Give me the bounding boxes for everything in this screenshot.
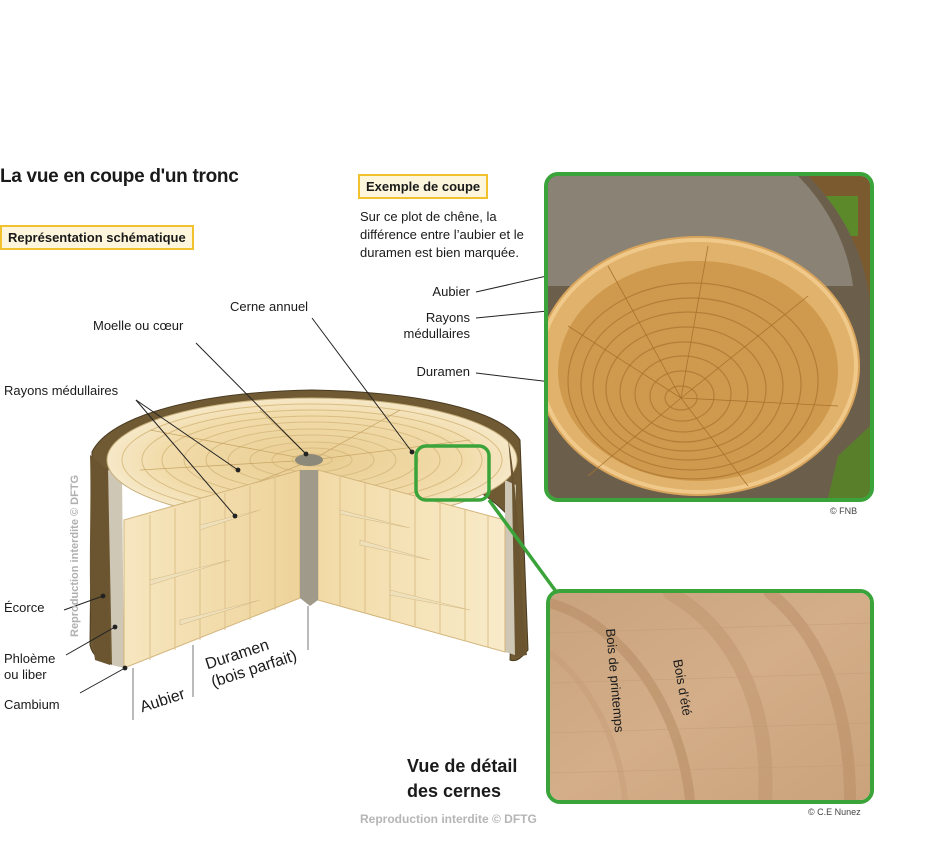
example-credit: © FNB bbox=[830, 506, 858, 516]
example-photo bbox=[544, 172, 874, 502]
label-cambium: Cambium bbox=[4, 697, 60, 712]
page-title: La vue en coupe d'un tronc bbox=[0, 166, 239, 187]
example-intro: Sur ce plot de chêne, la différence entr… bbox=[360, 209, 524, 260]
example-tag: Exemple de coupe bbox=[358, 174, 489, 199]
label-duramen-photo: Duramen bbox=[416, 364, 470, 379]
label-cerne-annuel: Cerne annuel bbox=[230, 299, 309, 314]
oak-cross-section-image bbox=[548, 176, 870, 498]
detail-photo bbox=[546, 589, 874, 804]
detail-credit: © C.E Nunez bbox=[808, 807, 861, 817]
label-moelle: Moelle ou cœur bbox=[93, 318, 184, 333]
zoom-connector bbox=[487, 498, 562, 599]
label-rayons-photo: Rayons médullaires bbox=[403, 310, 470, 341]
watermark-bottom: Reproduction interdite © DFTG bbox=[360, 812, 537, 826]
schema-tag: Représentation schématique bbox=[0, 225, 194, 250]
detail-title: Vue de détail des cernes bbox=[407, 754, 517, 804]
watermark-vertical: Reproduction interdite © DFTG bbox=[69, 474, 81, 637]
label-aubier-photo: Aubier bbox=[432, 284, 470, 299]
label-phloeme: Phloème ou liber bbox=[4, 651, 56, 682]
pith bbox=[300, 470, 318, 606]
detail-title-line2: des cernes bbox=[407, 781, 502, 801]
zoom-box bbox=[414, 444, 491, 502]
label-rayons-medullaires: Rayons médullaires bbox=[4, 383, 119, 398]
ring-detail-image bbox=[550, 593, 870, 800]
label-ecorce: Écorce bbox=[4, 600, 45, 615]
detail-title-line1: Vue de détail bbox=[407, 756, 518, 776]
